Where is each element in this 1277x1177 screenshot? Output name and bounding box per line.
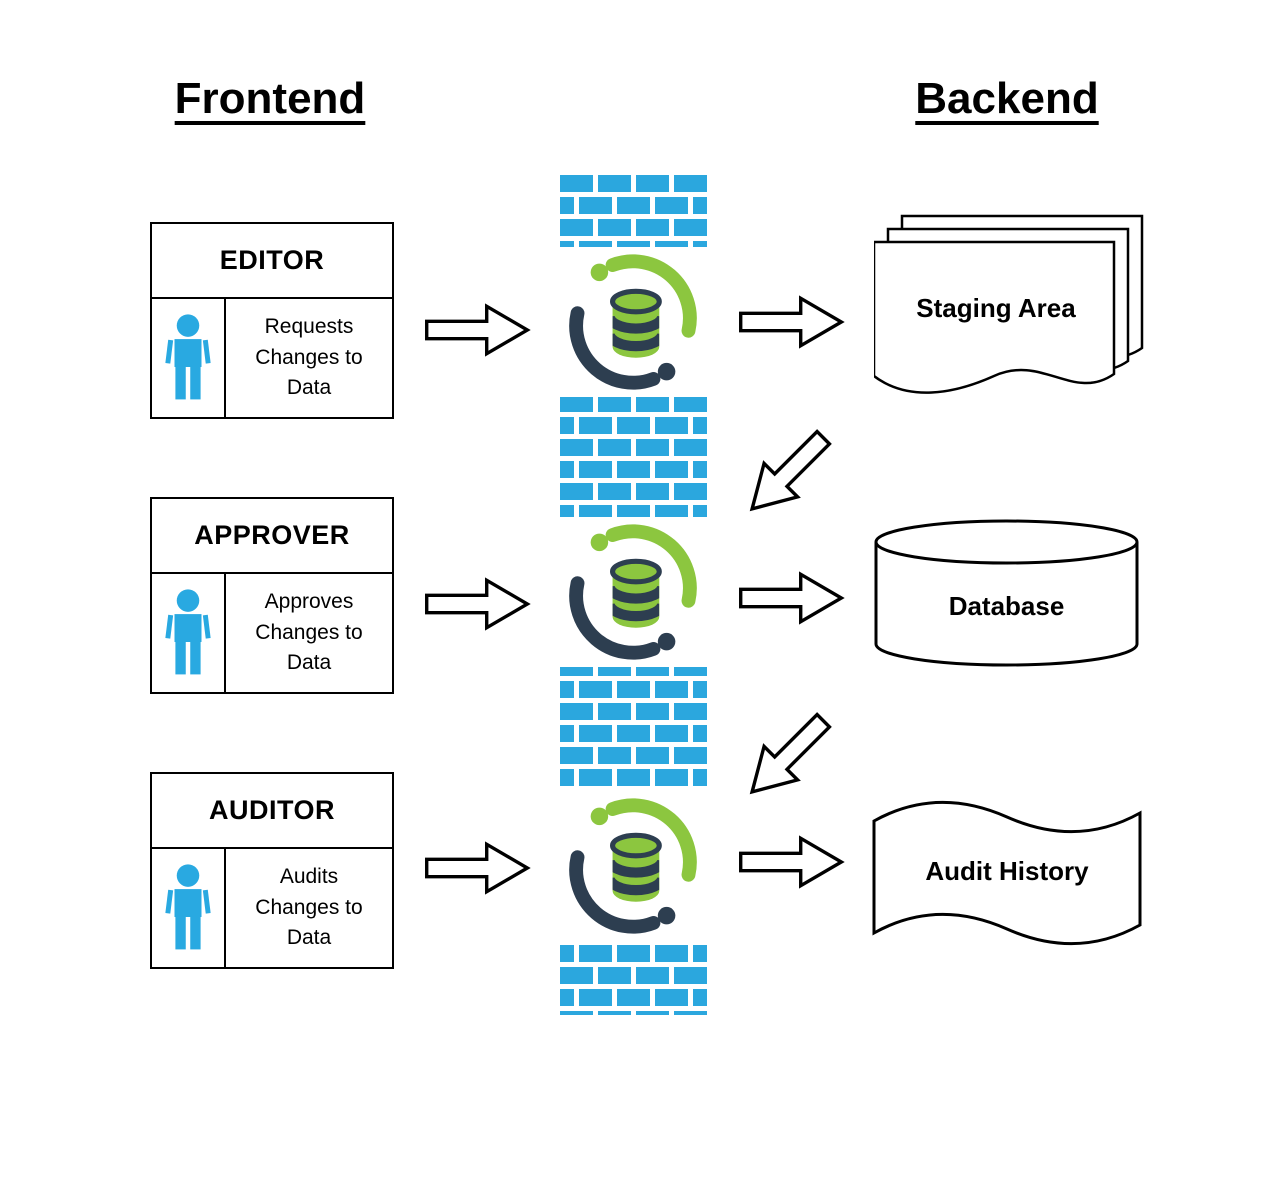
approver-box-title: APPROVER	[152, 499, 392, 574]
editor-description: Requests Changes to Data	[255, 315, 363, 400]
frontend-title: Frontend	[174, 74, 366, 123]
arrow-approver-to-firewall	[424, 574, 532, 634]
arrow-editor-to-firewall	[424, 300, 532, 360]
editor-box-body: Requests Changes to Data	[152, 299, 392, 417]
approver-box: APPROVER Approves Changes to Data	[150, 497, 394, 694]
approver-box-body: Approves Changes to Data	[152, 574, 392, 692]
staging-area-label: Staging Area	[916, 293, 1076, 323]
arrow-database-to-audit	[728, 698, 847, 817]
backend-title: Backend	[915, 74, 1099, 123]
database-sync-icon	[558, 791, 708, 941]
arrow-firewall-to-database	[738, 568, 846, 628]
database-shape: Database	[874, 518, 1139, 668]
person-icon	[152, 849, 226, 967]
arrow-firewall-to-staging	[738, 292, 846, 352]
staging-area-shape: Staging Area	[874, 214, 1144, 406]
arrow-firewall-to-audit	[738, 832, 846, 892]
person-icon	[152, 299, 226, 417]
audit-history-label: Audit History	[925, 856, 1089, 886]
database-sync-icon	[558, 247, 708, 397]
database-sync-icon	[558, 517, 708, 667]
database-label: Database	[948, 591, 1065, 621]
auditor-box: AUDITOR Audits Changes to Data	[150, 772, 394, 969]
audit-history-shape: Audit History	[872, 793, 1142, 953]
arrow-auditor-to-firewall	[424, 838, 532, 898]
person-icon	[152, 574, 226, 692]
auditor-description: Audits Changes to Data	[255, 865, 363, 950]
approver-description: Approves Changes to Data	[255, 590, 363, 675]
arrow-staging-to-database	[728, 415, 847, 534]
auditor-box-title: AUDITOR	[152, 774, 392, 849]
editor-box: EDITOR Requests Changes to Data	[150, 222, 394, 419]
auditor-box-body: Audits Changes to Data	[152, 849, 392, 967]
editor-box-title: EDITOR	[152, 224, 392, 299]
